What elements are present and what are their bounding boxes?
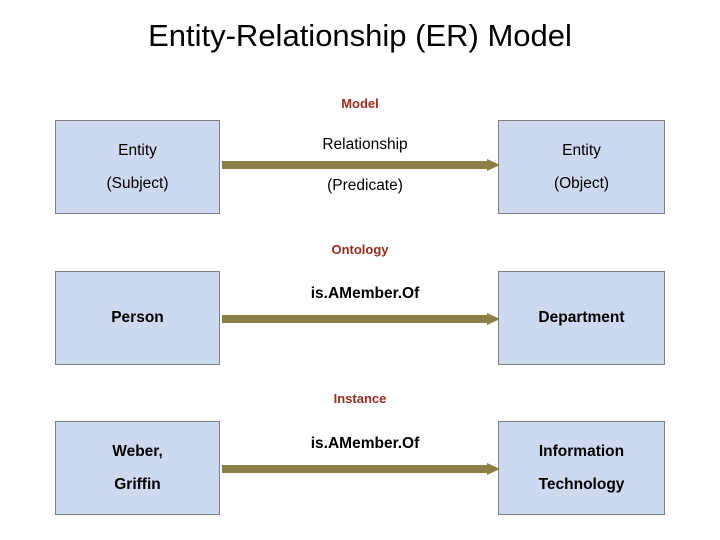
instance-object-box: Information Technology	[498, 421, 665, 515]
ontology-subject-box: Person	[55, 271, 220, 365]
arrow-model-icon	[222, 159, 500, 171]
ontology-subject-line1: Person	[111, 309, 164, 327]
page-title: Entity-Relationship (ER) Model	[148, 18, 572, 53]
diagram-row-model: Entity (Subject) Relationship (Predicate…	[0, 120, 720, 214]
entity-object-line2: (Object)	[553, 174, 610, 192]
entity-object-box: Entity (Object)	[498, 120, 665, 214]
entity-subject-line2: (Subject)	[106, 174, 169, 192]
section-label-model: Model	[341, 96, 379, 111]
diagram-row-ontology: Person is.AMember.Of Department	[0, 271, 720, 365]
relationship-predicate-line1: Relationship	[322, 136, 408, 153]
entity-subject-box: Entity (Subject)	[55, 120, 220, 214]
diagram-row-instance: Weber, Griffin is.AMember.Of Information…	[0, 421, 720, 515]
instance-predicate-label: is.AMember.Of	[310, 435, 420, 452]
ontology-object-line1: Department	[538, 309, 625, 327]
entity-subject-line1: Entity	[118, 142, 157, 159]
section-label-instance: Instance	[333, 391, 387, 406]
entity-object-line1: Entity	[562, 142, 601, 159]
instance-subject-line2: Griffin	[114, 475, 161, 493]
arrow-ontology-icon	[222, 313, 500, 325]
instance-subject-line1: Weber,	[112, 443, 163, 460]
ontology-predicate-label: is.AMember.Of	[310, 285, 420, 302]
section-label-ontology: Ontology	[331, 242, 389, 257]
ontology-object-box: Department	[498, 271, 665, 365]
relationship-predicate-line2: (Predicate)	[327, 177, 403, 194]
instance-subject-box: Weber, Griffin	[55, 421, 220, 515]
instance-object-line2: Technology	[538, 475, 625, 493]
arrow-instance-icon	[222, 463, 500, 475]
instance-object-line1: Information	[538, 443, 625, 460]
